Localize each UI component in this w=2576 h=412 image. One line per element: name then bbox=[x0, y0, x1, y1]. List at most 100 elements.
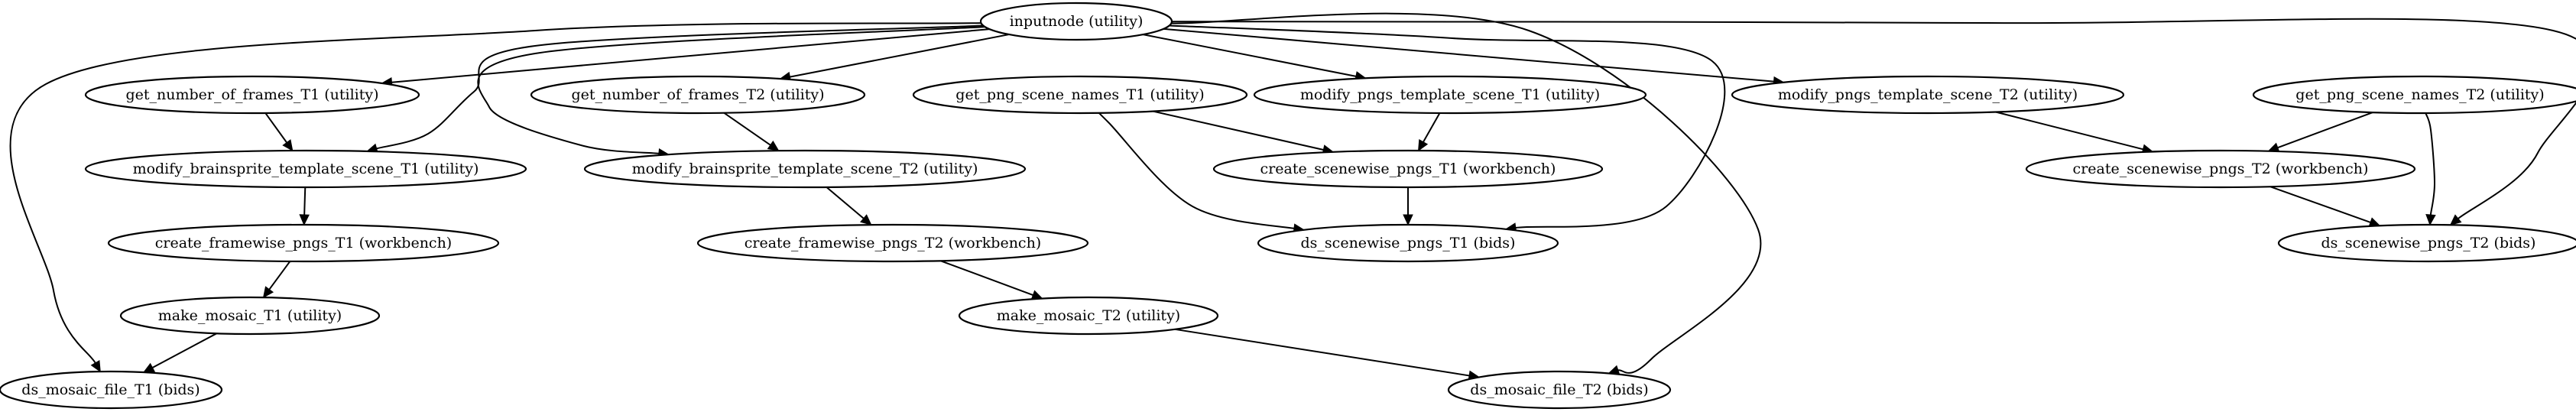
node-ellipse bbox=[912, 75, 1248, 115]
edge-inputnode-to-dmf1 bbox=[9, 22, 981, 373]
edge-mbts2-to-cfp2 bbox=[826, 187, 872, 225]
edge-cfp1-to-mm1 bbox=[262, 261, 291, 299]
edge-line bbox=[723, 112, 771, 146]
edge-csp1-to-dsp1 bbox=[1403, 187, 1413, 226]
node-label: create_scenewise_pngs_T2 (workbench) bbox=[2073, 161, 2369, 177]
node-ellipse bbox=[2277, 223, 2576, 263]
edge-mm1-to-dmf1 bbox=[142, 333, 217, 373]
node-ellipse bbox=[696, 223, 1089, 263]
node-ellipse bbox=[1447, 370, 1672, 410]
node-cfp2: create_framewise_pngs_T2 (workbench) bbox=[696, 223, 1089, 263]
edge-line bbox=[2425, 112, 2436, 218]
edge-gpsn1-to-csp1 bbox=[1153, 110, 1335, 155]
node-dmf2: ds_mosaic_file_T2 (bids) bbox=[1447, 370, 1672, 410]
node-label: get_number_of_frames_T1 (utility) bbox=[125, 86, 378, 103]
edge-line bbox=[9, 22, 981, 364]
node-ellipse bbox=[2252, 75, 2576, 115]
node-label: make_mosaic_T1 (utility) bbox=[158, 307, 342, 324]
arrowhead-icon bbox=[262, 286, 274, 299]
graph-edges bbox=[9, 12, 2576, 381]
node-ellipse bbox=[107, 223, 500, 263]
edge-gnf2-to-mbts2 bbox=[723, 112, 780, 151]
edge-line bbox=[2269, 186, 2371, 223]
edge-line bbox=[2277, 112, 2373, 149]
node-gpsn2: get_png_scene_names_T2 (utility) bbox=[2252, 75, 2576, 115]
node-label: ds_scenewise_pngs_T2 (bids) bbox=[2321, 235, 2536, 251]
arrowhead-icon bbox=[860, 214, 872, 225]
edge-line bbox=[152, 333, 217, 368]
edge-line bbox=[477, 26, 985, 154]
node-ellipse bbox=[979, 2, 1173, 41]
node-label: create_scenewise_pngs_T1 (workbench) bbox=[1260, 161, 1556, 177]
node-label: create_framewise_pngs_T2 (workbench) bbox=[745, 235, 1041, 251]
edge-mbts1-to-cfp1 bbox=[299, 187, 310, 226]
edge-inputnode-to-gnf2 bbox=[779, 34, 1010, 83]
node-label: modify_brainsprite_template_scene_T2 (ut… bbox=[632, 161, 978, 177]
node-mbts1: modify_brainsprite_template_scene_T1 (ut… bbox=[84, 149, 527, 189]
node-mpts2: modify_pngs_template_scene_T2 (utility) bbox=[1731, 75, 2125, 115]
node-dmf1: ds_mosaic_file_T1 (bids) bbox=[0, 370, 223, 410]
edge-cfp2-to-mm2 bbox=[940, 260, 1043, 300]
node-gpsn1: get_png_scene_names_T1 (utility) bbox=[912, 75, 1248, 115]
node-label: get_png_scene_names_T2 (utility) bbox=[2295, 86, 2544, 103]
node-ellipse bbox=[119, 296, 381, 336]
arrowhead-icon bbox=[1403, 214, 1413, 226]
edge-mm2-to-dmf2 bbox=[1175, 328, 1481, 381]
edge-mpts1-to-csp1 bbox=[1418, 112, 1441, 152]
node-ellipse bbox=[1257, 223, 1559, 263]
edge-line bbox=[1143, 34, 1357, 77]
arrowhead-icon bbox=[767, 140, 780, 151]
edge-line bbox=[1163, 28, 1774, 83]
edge-line bbox=[940, 260, 1033, 296]
arrowhead-icon bbox=[299, 214, 310, 226]
node-csp1: create_scenewise_pngs_T1 (workbench) bbox=[1212, 149, 1604, 189]
node-csp2: create_scenewise_pngs_T2 (workbench) bbox=[2025, 149, 2416, 189]
node-label: modify_pngs_template_scene_T2 (utility) bbox=[1778, 86, 2078, 103]
arrowhead-icon bbox=[1418, 138, 1429, 152]
node-ellipse bbox=[583, 149, 1027, 189]
edge-line bbox=[376, 24, 984, 150]
node-ellipse bbox=[1731, 75, 2125, 115]
node-label: ds_scenewise_pngs_T1 (bids) bbox=[1301, 235, 1516, 251]
node-label: ds_mosaic_file_T1 (bids) bbox=[21, 381, 200, 398]
arrowhead-icon bbox=[90, 360, 101, 373]
node-ellipse bbox=[0, 370, 223, 410]
edge-gnf1-to-mbts1 bbox=[264, 112, 294, 152]
node-label: inputnode (utility) bbox=[1010, 13, 1144, 30]
edge-line bbox=[1153, 110, 1324, 151]
node-label: modify_brainsprite_template_scene_T1 (ut… bbox=[133, 161, 479, 177]
edge-line bbox=[790, 34, 1010, 78]
node-mbts2: modify_brainsprite_template_scene_T2 (ut… bbox=[583, 149, 1027, 189]
node-ellipse bbox=[2025, 149, 2416, 189]
node-gnf2: get_number_of_frames_T2 (utility) bbox=[530, 75, 866, 115]
edge-mpts2-to-csp2 bbox=[1995, 111, 2154, 154]
node-dsp2: ds_scenewise_pngs_T2 (bids) bbox=[2277, 223, 2576, 263]
edge-inputnode-to-dmf2 bbox=[1171, 12, 1762, 375]
node-label: get_number_of_frames_T2 (utility) bbox=[571, 86, 824, 103]
edge-line bbox=[268, 261, 291, 290]
node-cfp1: create_framewise_pngs_T1 (workbench) bbox=[107, 223, 500, 263]
node-mm1: make_mosaic_T1 (utility) bbox=[119, 296, 381, 336]
node-mm2: make_mosaic_T2 (utility) bbox=[958, 296, 1219, 336]
node-label: ds_mosaic_file_T2 (bids) bbox=[1470, 381, 1648, 398]
edge-line bbox=[1171, 12, 1762, 374]
edge-line bbox=[1175, 328, 1470, 377]
edge-line bbox=[303, 187, 307, 216]
edge-line bbox=[1423, 112, 1441, 143]
node-inputnode: inputnode (utility) bbox=[979, 2, 1173, 41]
edge-line bbox=[391, 28, 990, 83]
node-label: get_png_scene_names_T1 (utility) bbox=[955, 86, 1204, 103]
node-mpts1: modify_pngs_template_scene_T1 (utility) bbox=[1253, 75, 1647, 115]
node-ellipse bbox=[84, 75, 420, 115]
node-label: modify_pngs_template_scene_T1 (utility) bbox=[1300, 86, 1600, 103]
arrowhead-icon bbox=[2425, 214, 2436, 226]
edge-csp2-to-dsp2 bbox=[2269, 186, 2381, 228]
edge-line bbox=[264, 112, 287, 144]
node-ellipse bbox=[1253, 75, 1647, 115]
node-label: create_framewise_pngs_T1 (workbench) bbox=[155, 235, 452, 251]
edge-inputnode-to-mpts1 bbox=[1143, 34, 1367, 82]
node-dsp1: ds_scenewise_pngs_T1 (bids) bbox=[1257, 223, 1559, 263]
arrowhead-icon bbox=[282, 139, 294, 152]
